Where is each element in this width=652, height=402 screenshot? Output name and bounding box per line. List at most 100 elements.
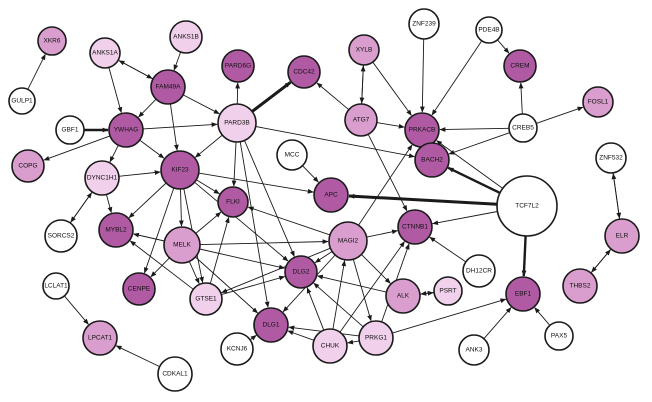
node-pard6g[interactable]: PARD6G — [221, 49, 255, 83]
node-circle[interactable] — [220, 332, 254, 366]
node-xylb[interactable]: XYLB — [348, 34, 380, 66]
node-copg[interactable]: COPG — [11, 149, 45, 183]
node-ebf1[interactable]: EBF1 — [505, 276, 541, 312]
node-cdkal1[interactable]: CDKAL1 — [157, 356, 193, 392]
node-prkacb[interactable]: PRKACB — [404, 112, 440, 148]
node-pde4b[interactable]: PDE4B — [475, 16, 503, 44]
node-circle[interactable] — [122, 272, 156, 306]
node-pard3b[interactable]: PARD3B — [217, 103, 257, 143]
node-circle[interactable] — [312, 328, 348, 364]
node-circle[interactable] — [458, 334, 490, 366]
node-ywhag[interactable]: YWHAG — [108, 112, 144, 148]
node-circle[interactable] — [169, 20, 203, 54]
node-circle[interactable] — [8, 87, 36, 115]
node-cenpe[interactable]: CENPE — [122, 272, 156, 306]
node-sorcs2[interactable]: SORCS2 — [44, 219, 78, 253]
node-circle[interactable] — [604, 218, 640, 254]
node-mcc[interactable]: MCC — [276, 139, 308, 171]
node-circle[interactable] — [44, 219, 78, 253]
node-circle[interactable] — [414, 142, 450, 178]
node-apc[interactable]: APC — [313, 177, 349, 213]
node-circle[interactable] — [408, 8, 440, 40]
node-circle[interactable] — [284, 255, 318, 289]
node-alk[interactable]: ALK — [385, 278, 421, 314]
node-mybl2[interactable]: MYBL2 — [98, 212, 134, 248]
node-circle[interactable] — [496, 175, 558, 237]
node-circle[interactable] — [253, 307, 289, 343]
node-kif23[interactable]: KIF23 — [160, 150, 200, 190]
node-circle[interactable] — [544, 321, 574, 351]
node-circle[interactable] — [163, 226, 201, 264]
node-circle[interactable] — [108, 112, 144, 148]
node-magi2[interactable]: MAGI2 — [328, 221, 368, 261]
node-circle[interactable] — [157, 356, 193, 392]
node-tcf7l2[interactable]: TCF7L2 — [496, 175, 558, 237]
node-circle[interactable] — [344, 103, 378, 137]
node-thbs2[interactable]: THBS2 — [562, 268, 598, 304]
edge-melk-to-dlg2 — [199, 248, 285, 270]
node-circle[interactable] — [89, 37, 121, 69]
node-circle[interactable] — [221, 49, 255, 83]
node-fam49a[interactable]: FAM49A — [150, 69, 186, 105]
node-circle[interactable] — [276, 139, 308, 171]
node-ctnnb1[interactable]: CTNNB1 — [397, 209, 433, 245]
node-znf239[interactable]: ZNF239 — [408, 8, 440, 40]
node-circle[interactable] — [503, 49, 537, 83]
node-circle[interactable] — [508, 113, 538, 143]
node-xkr6[interactable]: XKR6 — [37, 26, 67, 56]
node-crem[interactable]: CREM — [503, 49, 537, 83]
node-ank3[interactable]: ANK3 — [458, 334, 490, 366]
node-anks1b[interactable]: ANKS1B — [169, 20, 203, 54]
node-kcnj6[interactable]: KCNJ6 — [220, 332, 254, 366]
node-prkg1[interactable]: PRKG1 — [358, 320, 394, 356]
node-circle[interactable] — [505, 276, 541, 312]
node-circle[interactable] — [82, 320, 118, 356]
node-flki[interactable]: FLKI — [217, 186, 249, 218]
node-circle[interactable] — [160, 150, 200, 190]
node-circle[interactable] — [55, 115, 85, 145]
node-circle[interactable] — [11, 149, 45, 183]
node-circle[interactable] — [287, 55, 321, 89]
node-circle[interactable] — [189, 282, 223, 316]
node-creb5[interactable]: CREB5 — [508, 113, 538, 143]
node-gtse1[interactable]: GTSE1 — [189, 282, 223, 316]
node-circle[interactable] — [42, 272, 70, 300]
node-atg7[interactable]: ATG7 — [344, 103, 378, 137]
node-dh12cr[interactable]: DH12CR — [462, 254, 496, 288]
node-anks1a[interactable]: ANKS1A — [89, 37, 121, 69]
node-circle[interactable] — [475, 16, 503, 44]
node-circle[interactable] — [84, 160, 120, 196]
node-lclat1[interactable]: LCLAT1 — [42, 272, 70, 300]
node-circle[interactable] — [98, 212, 134, 248]
node-circle[interactable] — [462, 254, 496, 288]
node-pax5[interactable]: PAX5 — [544, 321, 574, 351]
node-circle[interactable] — [433, 276, 463, 306]
node-circle[interactable] — [217, 186, 249, 218]
node-chuk[interactable]: CHUK — [312, 328, 348, 364]
node-circle[interactable] — [313, 177, 349, 213]
node-dync1h1[interactable]: DYNC1H1 — [84, 160, 120, 196]
node-circle[interactable] — [397, 209, 433, 245]
node-melk[interactable]: MELK — [163, 226, 201, 264]
node-circle[interactable] — [37, 26, 67, 56]
node-gbf1[interactable]: GBF1 — [55, 115, 85, 145]
node-circle[interactable] — [595, 142, 627, 174]
node-znf532[interactable]: ZNF532 — [595, 142, 627, 174]
node-circle[interactable] — [358, 320, 394, 356]
node-circle[interactable] — [328, 221, 368, 261]
node-fosl1[interactable]: FOSL1 — [582, 86, 614, 118]
node-lpcat1[interactable]: LPCAT1 — [82, 320, 118, 356]
node-elr[interactable]: ELR — [604, 218, 640, 254]
node-psrt[interactable]: PSRT — [433, 276, 463, 306]
node-circle[interactable] — [562, 268, 598, 304]
node-gulp1[interactable]: GULP1 — [8, 87, 36, 115]
node-cdc42[interactable]: CDC42 — [287, 55, 321, 89]
node-bach2[interactable]: BACH2 — [414, 142, 450, 178]
node-dlg2[interactable]: DLG2 — [284, 255, 318, 289]
node-circle[interactable] — [348, 34, 380, 66]
node-circle[interactable] — [385, 278, 421, 314]
node-circle[interactable] — [150, 69, 186, 105]
node-circle[interactable] — [217, 103, 257, 143]
node-circle[interactable] — [582, 86, 614, 118]
node-dlg1[interactable]: DLG1 — [253, 307, 289, 343]
